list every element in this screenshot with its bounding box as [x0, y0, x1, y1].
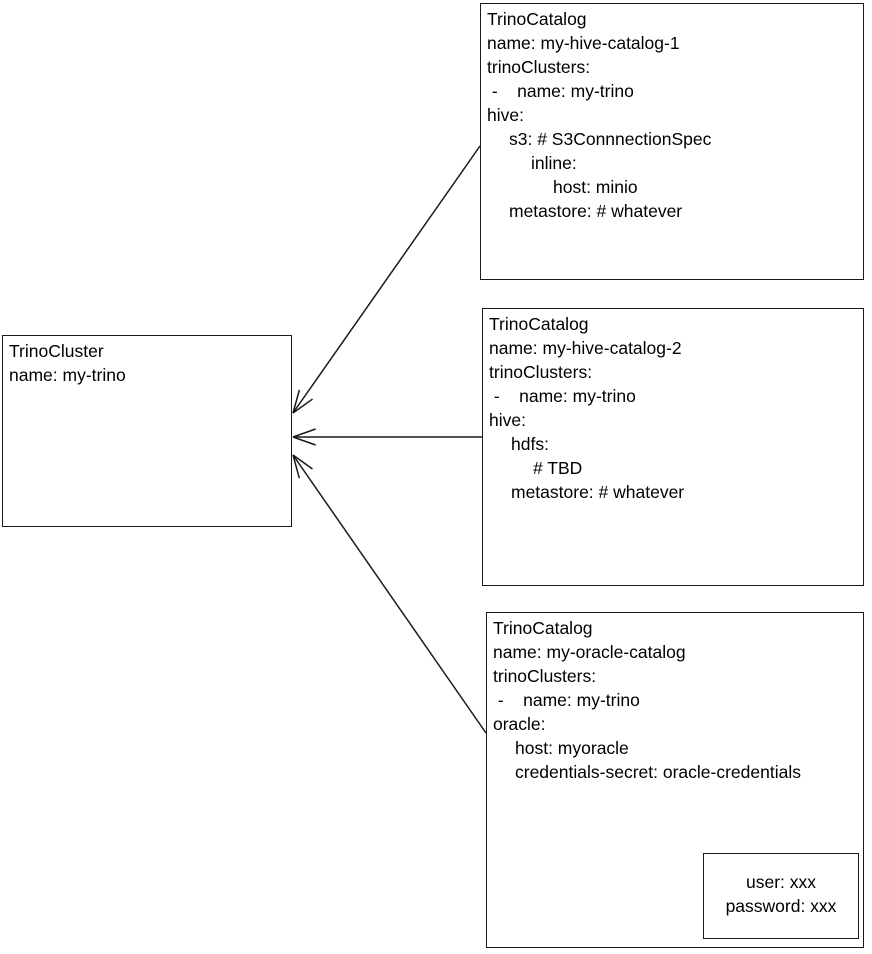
node-trino-cluster-text: TrinoCluster name: my-trino [9, 339, 289, 387]
edge-catalog-oracle-to-cluster [292, 454, 487, 734]
yaml-line: metastore: # whatever [511, 482, 685, 502]
edge-catalog-hive-1-to-cluster [292, 145, 481, 414]
yaml-line: host: minio [553, 177, 638, 197]
yaml-line: # TBD [533, 458, 583, 478]
yaml-line: s3: # S3ConnnectionSpec [509, 129, 712, 149]
yaml-line: TrinoCluster [9, 341, 104, 361]
edge-catalog-hive-2-to-cluster [292, 428, 482, 446]
yaml-line: TrinoCatalog [489, 314, 589, 334]
yaml-line: name: my-hive-catalog-2 [489, 338, 682, 358]
node-catalog-oracle[interactable]: TrinoCatalog name: my-oracle-catalog trino… [486, 612, 864, 948]
yaml-line: hive: [489, 410, 526, 430]
yaml-line: name: my-hive-catalog-1 [487, 33, 680, 53]
yaml-line: - name: my-trino [489, 386, 636, 406]
yaml-line: credentials-secret: oracle-credentials [515, 762, 801, 782]
yaml-line: - name: my-trino [493, 690, 640, 710]
yaml-line: - name: my-trino [487, 81, 634, 101]
node-catalog-hive-2[interactable]: TrinoCatalog name: my-hive-catalog-2 trino… [482, 308, 864, 586]
yaml-line: user: xxx [745, 872, 817, 892]
node-trino-cluster[interactable]: TrinoCluster name: my-trino [2, 335, 292, 527]
yaml-line: host: myoracle [515, 738, 629, 758]
node-oracle-credentials-text: user: xxx password: xxx [704, 870, 858, 918]
yaml-line: trinoClusters: [487, 57, 591, 77]
yaml-line: TrinoCatalog [487, 9, 587, 29]
yaml-line: name: my-trino [9, 365, 126, 385]
yaml-line: oracle: [493, 714, 546, 734]
yaml-line: inline: [531, 153, 577, 173]
yaml-line: TrinoCatalog [493, 618, 593, 638]
yaml-line: password: xxx [725, 896, 837, 916]
node-catalog-hive-1-text: TrinoCatalog name: my-hive-catalog-1 trino… [487, 7, 861, 223]
yaml-line: name: my-oracle-catalog [493, 642, 686, 662]
yaml-line: hive: [487, 105, 524, 125]
node-catalog-oracle-text: TrinoCatalog name: my-oracle-catalog trino… [493, 616, 861, 784]
node-catalog-hive-1[interactable]: TrinoCatalog name: my-hive-catalog-1 trino… [480, 3, 864, 280]
yaml-line: hdfs: [511, 434, 549, 454]
node-catalog-hive-2-text: TrinoCatalog name: my-hive-catalog-2 trino… [489, 312, 861, 504]
node-oracle-credentials[interactable]: user: xxx password: xxx [703, 853, 859, 939]
yaml-line: metastore: # whatever [509, 201, 683, 221]
yaml-line: trinoClusters: [493, 666, 597, 686]
yaml-line: trinoClusters: [489, 362, 593, 382]
